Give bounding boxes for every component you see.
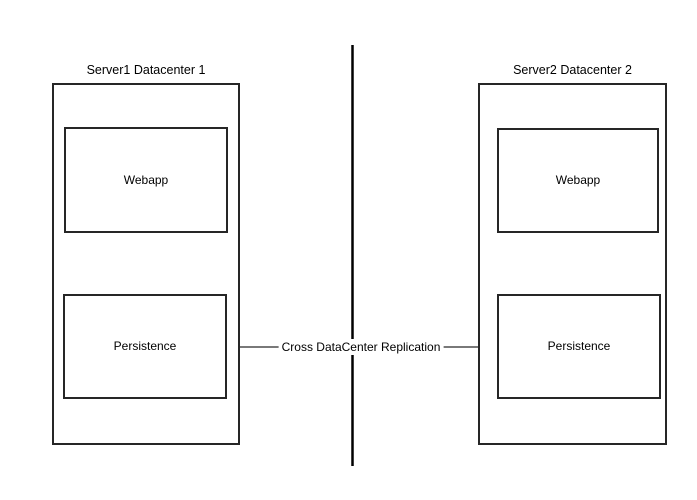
server2-persistence-label: Persistence [547, 339, 611, 354]
server1-persistence-label: Persistence [113, 339, 177, 354]
server2-webapp-label: Webapp [555, 173, 601, 188]
server1-webapp-label: Webapp [123, 172, 169, 187]
server2-webapp-node: Webapp [497, 128, 659, 233]
server2-datacenter2-title: Server2 Datacenter 2 [513, 63, 632, 77]
replication-edge-label: Cross DataCenter Replication [278, 339, 444, 355]
server1-persistence-node: Persistence [63, 294, 227, 399]
server1-datacenter1-title: Server1 Datacenter 1 [86, 63, 206, 77]
server2-persistence-node: Persistence [497, 294, 661, 399]
server1-webapp-node: Webapp [64, 127, 228, 233]
